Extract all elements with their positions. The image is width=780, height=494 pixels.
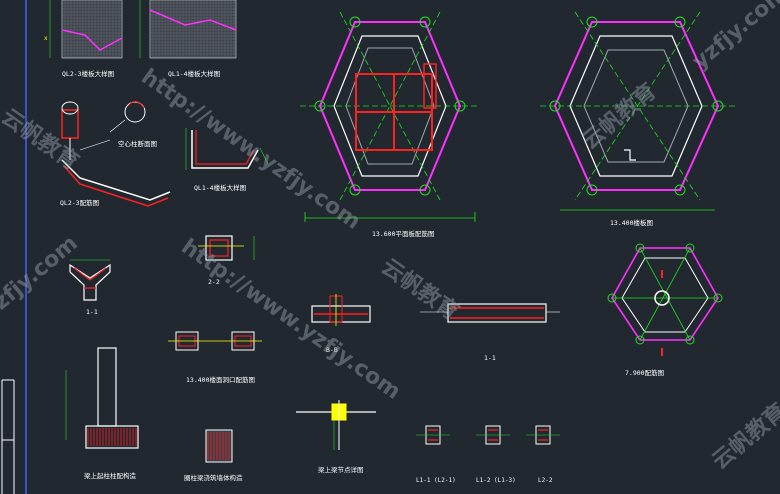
section-2-2 — [198, 235, 255, 261]
section-1-1-beam-label: 1-1 — [484, 354, 496, 362]
ql2-3-detail-label: QL2-3楼板大样图 — [62, 69, 114, 78]
l2-2-section — [526, 425, 560, 445]
slab-13400-label: 13.400楼板图 — [610, 218, 653, 227]
svg-text:x: x — [44, 35, 48, 42]
beam-column-label: 梁上起柱柱配构造 — [84, 471, 137, 480]
ql1-4-section — [185, 128, 269, 170]
beam-node-label: 梁上梁节点详图 — [318, 465, 364, 474]
watermark-8: 云帆教育 — [707, 398, 780, 474]
ql1-4-slab-detail — [139, 0, 237, 59]
ql2-3-slab-detail: x — [44, 0, 123, 59]
l1-2-label: L1-2 (L1-3) — [476, 477, 516, 484]
hexagon-slab-13400 — [540, 11, 735, 211]
l1-2-section — [476, 425, 510, 445]
opening-13400-label: 13.400楼面洞口配筋图 — [186, 375, 255, 384]
ql1-4-detail-label: QL1-4楼板大样图 — [168, 69, 220, 78]
hollow-column-label: 空心柱断面图 — [118, 139, 157, 148]
opening-13400-detail — [168, 331, 262, 351]
hexagon-plan-13600 — [300, 11, 480, 222]
beam-node-detail — [296, 400, 376, 450]
watermark-3: 云帆教育 — [377, 254, 464, 326]
drawing-frame-left — [1, 0, 27, 494]
beam-column-detail — [65, 347, 139, 449]
ring-beam-label: 圈柱梁浇筑墙体构造 — [184, 473, 243, 482]
watermark-6: 云帆教育 — [577, 78, 661, 154]
ql2-3-profile — [61, 139, 171, 207]
hexagon-plan-7900 — [607, 243, 723, 356]
section-1-1-label: 1-1 — [86, 308, 98, 316]
watermark-7: yzfjy.com — [688, 0, 780, 75]
section-b-b — [311, 294, 371, 326]
section-2-2-label: 2-2 — [208, 278, 220, 286]
section-b-b-label: B-B — [326, 346, 338, 354]
section-1-1-y — [69, 259, 111, 301]
ql2-3-profile-label: QL2-3配筋图 — [60, 198, 99, 207]
plan-7900-label: 7.900配筋图 — [625, 368, 664, 377]
l1-1-label: L1-1 (L2-1) — [416, 477, 456, 484]
l2-2-label: L2-2 — [538, 477, 553, 484]
l1-1-section — [416, 425, 450, 445]
hollow-column-section — [61, 101, 146, 160]
watermark-5: yzfjy.com — [0, 231, 83, 325]
ring-beam-detail — [205, 429, 233, 463]
section-1-1-beam — [420, 303, 560, 323]
ql1-4-section-label: QL1-4楼板大样图 — [194, 183, 246, 192]
plan-13600-label: 13.600平面板配筋图 — [372, 229, 434, 238]
watermark-2: http://www.yzfjy.com — [137, 64, 365, 234]
